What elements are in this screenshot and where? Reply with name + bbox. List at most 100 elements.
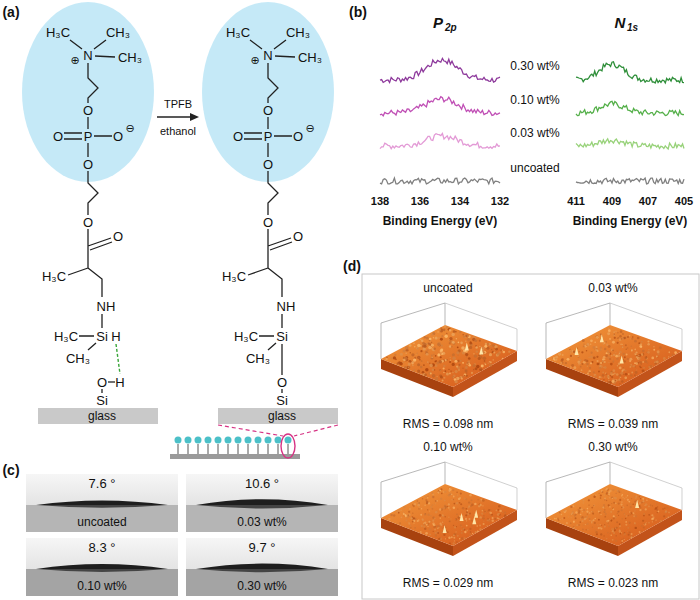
- afm-surface: [607, 492, 609, 494]
- afm-surface: [423, 522, 426, 525]
- afm-surface: [600, 362, 602, 364]
- afm-surface: [403, 506, 405, 508]
- afm-surface: [483, 523, 485, 525]
- atom-label: P: [84, 130, 93, 143]
- afm-surface: [425, 513, 427, 515]
- afm-surface: [502, 358, 503, 359]
- afm-surface: [563, 517, 565, 519]
- monolayer-schematic: [185, 437, 192, 444]
- afm-surface: [652, 521, 653, 522]
- afm-surface: [554, 518, 556, 520]
- reaction-arrow: [157, 116, 191, 118]
- atom-label: H₃C: [234, 330, 258, 343]
- afm-surface: [465, 342, 469, 350]
- afm-surface: [498, 505, 500, 507]
- xps-spectrum: [380, 58, 500, 82]
- afm-surface: [455, 331, 456, 332]
- afm-surface: [462, 528, 464, 530]
- afm-surface: [433, 337, 434, 338]
- afm-surface: [622, 346, 624, 348]
- afm-surface: [466, 375, 468, 377]
- afm-surface: [435, 500, 437, 502]
- afm-surface: [492, 517, 494, 519]
- contact-angle-image: [196, 564, 328, 569]
- afm-surface: [367, 438, 529, 593]
- afm-surface: [617, 513, 618, 514]
- afm-surface: [404, 357, 407, 360]
- afm-surface: [644, 360, 647, 363]
- afm-surface: [471, 499, 473, 501]
- contact-angle-image: [186, 474, 338, 532]
- afm-surface: [648, 506, 650, 508]
- afm-surface: [609, 490, 611, 492]
- afm-surface: [643, 367, 645, 369]
- afm-surface: [612, 498, 613, 499]
- afm-surface: [463, 537, 465, 539]
- monolayer-schematic: [195, 437, 202, 444]
- afm-surface: [613, 515, 615, 517]
- afm-surface: [585, 517, 587, 519]
- afm-surface: [404, 515, 406, 517]
- afm-surface: [432, 374, 436, 378]
- afm-surface: [431, 334, 433, 336]
- xps-spectrum: [576, 178, 684, 184]
- afm-surface: [439, 508, 441, 510]
- afm-surface: [612, 358, 614, 360]
- afm-surface: [435, 377, 438, 380]
- afm-surface: [449, 509, 451, 511]
- afm-surface: [478, 357, 481, 360]
- afm-surface: [473, 369, 475, 371]
- afm-surface: [619, 499, 621, 501]
- afm-surface: [432, 516, 435, 519]
- afm-surface: [634, 353, 636, 355]
- afm-surface: [581, 363, 583, 365]
- afm-surface: [617, 332, 619, 334]
- afm-surface: [460, 503, 462, 505]
- afm-surface: [611, 355, 613, 357]
- afm-surface: [459, 538, 461, 540]
- afm-surface: [427, 496, 428, 497]
- afm-surface: [424, 513, 426, 515]
- afm-surface: [643, 513, 645, 515]
- afm-surface: [424, 527, 426, 529]
- afm-surface: [469, 494, 471, 496]
- afm-surface: [596, 533, 598, 535]
- afm-surface: [622, 353, 624, 355]
- afm-surface: [461, 532, 463, 534]
- afm-surface: [447, 531, 449, 533]
- afm-surface: [598, 519, 600, 521]
- afm-surface: [634, 349, 636, 351]
- afm-surface: [624, 539, 625, 540]
- afm-surface: [475, 367, 478, 370]
- afm-surface: [487, 352, 488, 353]
- afm-surface: [449, 340, 450, 341]
- afm-surface: [576, 524, 578, 526]
- atom-label: O: [113, 230, 123, 243]
- afm-surface: [431, 505, 432, 506]
- afm-surface: [397, 362, 399, 364]
- afm-surface: [600, 334, 602, 336]
- afm-surface: [412, 365, 414, 367]
- afm-surface: [561, 362, 563, 364]
- afm-surface: [426, 501, 428, 503]
- monolayer-schematic: [268, 444, 269, 454]
- afm-surface: [581, 520, 583, 522]
- afm-surface: [449, 345, 452, 348]
- afm-surface: [443, 365, 446, 368]
- afm-surface: [457, 360, 459, 362]
- afm-surface: [465, 341, 466, 342]
- afm-surface: [421, 360, 423, 362]
- xps-spectrum: [380, 58, 684, 184]
- afm-surface: [632, 512, 634, 514]
- afm-surface: [610, 511, 612, 513]
- afm-surface: [572, 512, 574, 514]
- afm-surface: [582, 511, 584, 513]
- afm-surface: [463, 336, 465, 338]
- afm-surface: [663, 515, 665, 517]
- afm-surface: [464, 531, 466, 533]
- afm-surface: [577, 355, 579, 357]
- afm-surface: [432, 504, 433, 505]
- afm-surface: [420, 366, 422, 368]
- afm-surface: [635, 362, 638, 365]
